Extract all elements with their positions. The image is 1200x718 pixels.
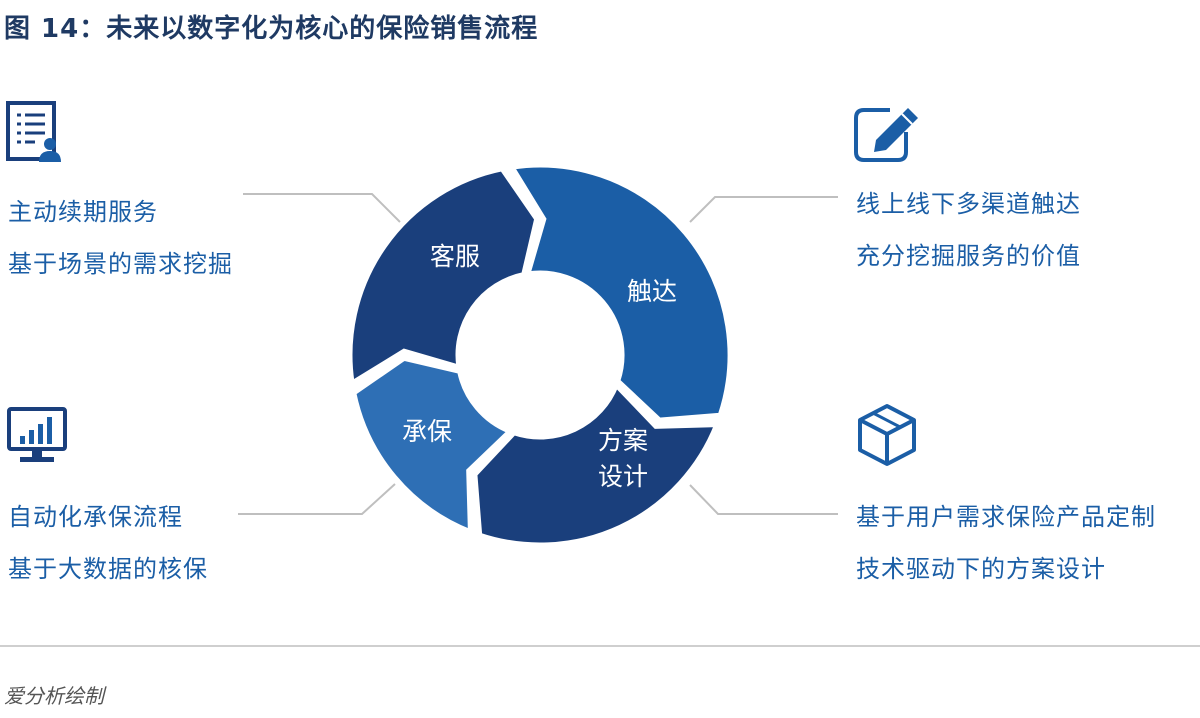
- cycle-ring: [347, 162, 733, 548]
- segment-label-fangan: 方案: [598, 426, 648, 455]
- callout-bottom-right-line2: 技术驱动下的方案设计: [856, 555, 1106, 583]
- callout-bottom-left-line1: 自动化承保流程: [8, 503, 183, 531]
- segment-chuda: [507, 162, 733, 423]
- connector-line-top-left: [243, 193, 401, 223]
- callout-top-right-line2: 充分挖掘服务的价值: [856, 242, 1081, 270]
- source-note: 爱分析绘制: [4, 684, 104, 708]
- segment-label-chuda: 触达: [627, 277, 677, 306]
- connector-line-bottom-left: [238, 483, 396, 515]
- connector-line-top-right: [689, 196, 838, 223]
- divider-line: [0, 645, 1200, 647]
- callout-top-left-line1: 主动续期服务: [8, 198, 158, 226]
- monitor-chart-icon: [7, 407, 67, 462]
- segment-label-sheji: 设计: [598, 462, 648, 491]
- connector-line-bottom-right: [689, 484, 838, 515]
- segment-fangan-sheji: [472, 380, 721, 548]
- segment-kefu: [347, 166, 540, 388]
- callout-top-left-line2: 基于场景的需求挖掘: [8, 250, 233, 278]
- callout-top-right-line1: 线上线下多渠道触达: [856, 190, 1081, 218]
- customer-document-icon: [6, 101, 61, 162]
- callout-bottom-left-line2: 基于大数据的核保: [8, 555, 208, 583]
- edit-pencil-icon: [854, 108, 918, 162]
- figure-title: 图 14：未来以数字化为核心的保险销售流程: [4, 14, 539, 44]
- segment-label-chengbao: 承保: [402, 417, 452, 446]
- segment-chengbao: [351, 355, 515, 536]
- cube-icon: [858, 404, 916, 466]
- callout-bottom-right-line1: 基于用户需求保险产品定制: [856, 503, 1156, 531]
- segment-label-kefu: 客服: [430, 242, 480, 271]
- cycle-diagram: 客服 触达 方案 设计 承保: [238, 162, 838, 548]
